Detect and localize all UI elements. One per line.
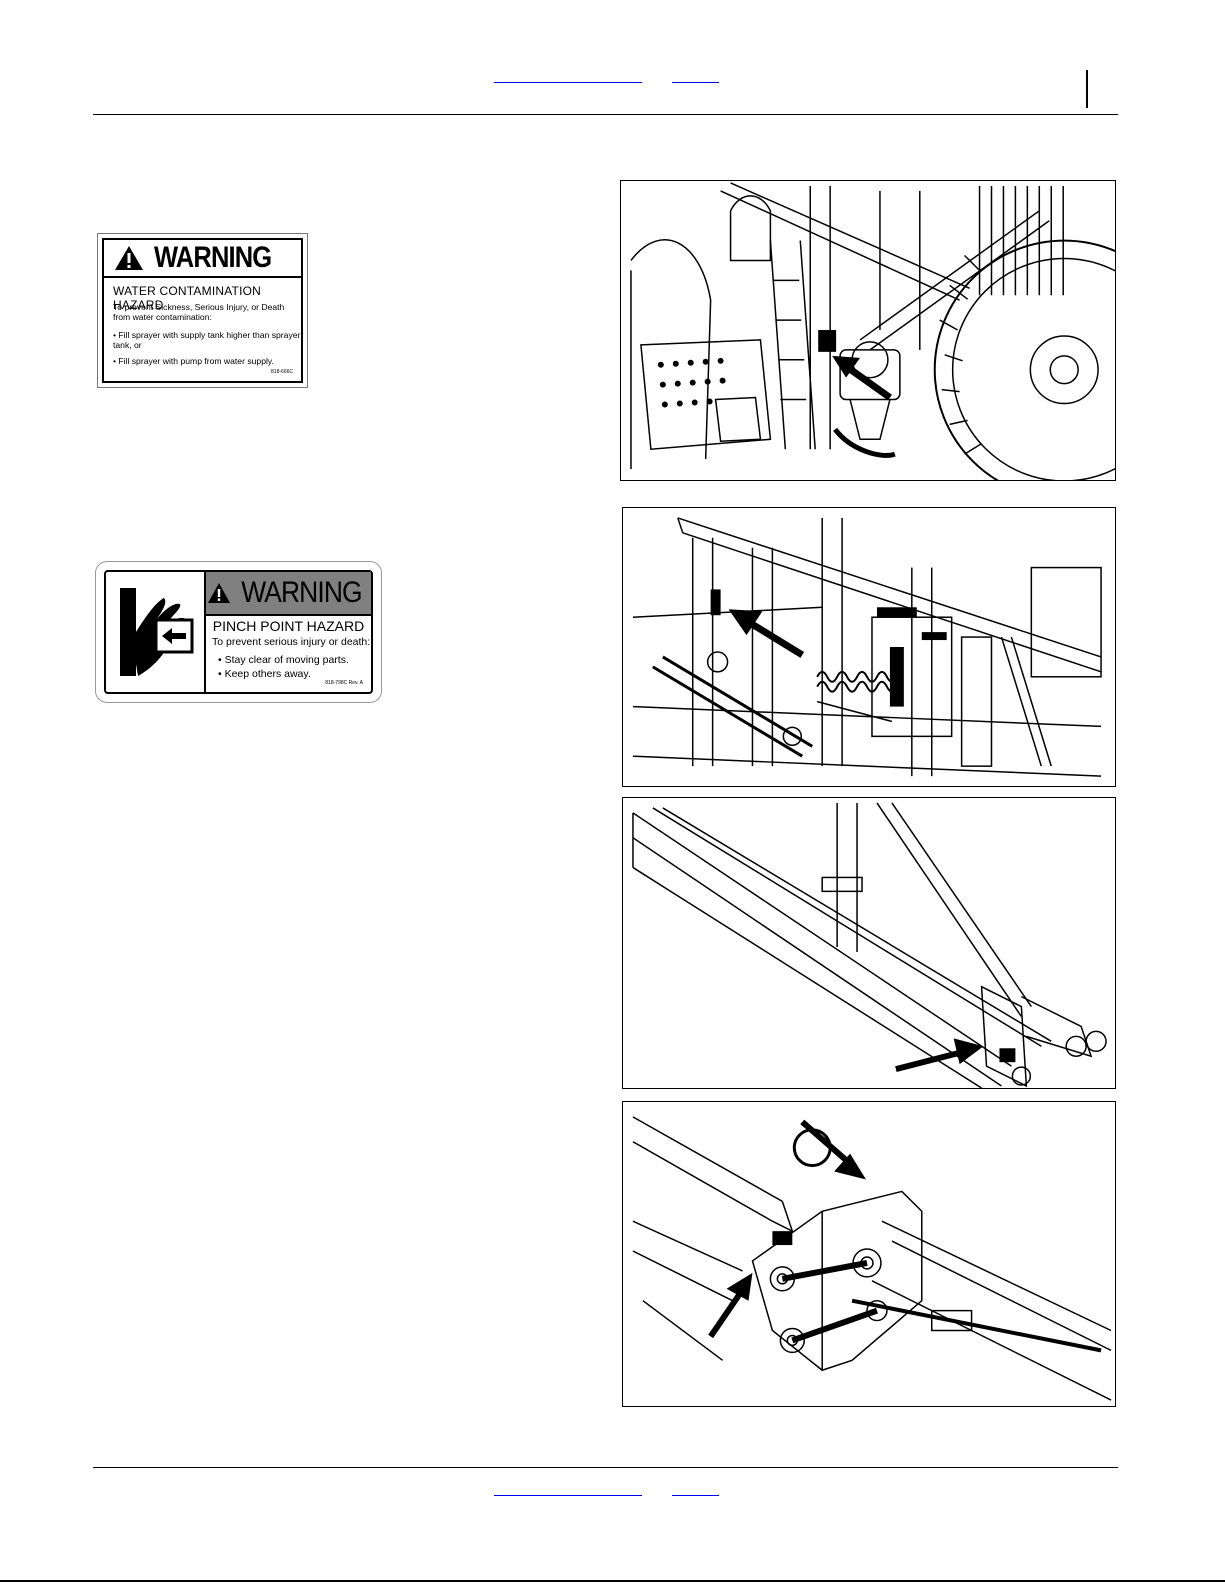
footer-rule (93, 1467, 1118, 1468)
hazard-title: PINCH POINT HAZARD (212, 618, 365, 634)
decal-bullet-1: • Stay clear of moving parts. (218, 654, 349, 666)
warning-triangle-icon (114, 246, 143, 270)
footer-nav-link-left[interactable] (494, 1495, 642, 1496)
arrow-icon (748, 620, 805, 658)
header-rule (93, 114, 1118, 115)
arrow-icon (708, 1291, 743, 1339)
decal-intro: To prevent Sickness, Serious Injury, or … (113, 302, 285, 322)
pinch-hand-icon (106, 572, 206, 692)
arrow-icon (895, 1049, 963, 1073)
pinch-point-decal: WARNING PINCH POINT HAZARD To prevent se… (95, 561, 382, 703)
footer-nav-link-right[interactable] (672, 1495, 719, 1496)
decal-intro: To prevent serious injury or death: (212, 636, 371, 648)
part-number: 818-666C (271, 369, 293, 375)
header-change-bar (1086, 70, 1088, 108)
hazard-title: WATER CONTAMINATION HAZARD (113, 284, 262, 312)
decal-bullet-1: • Fill sprayer with supply tank higher t… (113, 330, 301, 350)
figure-sprayer-ladder-area (620, 180, 1116, 481)
page-bottom-rule (0, 1580, 1225, 1582)
signal-word: WARNING (241, 576, 362, 609)
arrow-icon (846, 364, 892, 401)
signal-word: WARNING (153, 241, 272, 274)
warning-triangle-icon (208, 583, 231, 603)
decal-header: WARNING (104, 240, 301, 278)
figure-boom-pivot (622, 507, 1116, 787)
part-number: 818-798C Rev. A (325, 680, 363, 686)
header-nav-link-left[interactable] (494, 82, 642, 83)
water-contamination-decal: WARNING WATER CONTAMINATION HAZARD To pr… (97, 233, 308, 388)
figure-boom-end (622, 797, 1116, 1089)
header-nav-link-right[interactable] (672, 82, 719, 83)
decal-bullet-2: • Fill sprayer with pump from water supp… (113, 356, 274, 366)
figure-boom-hinge (622, 1101, 1116, 1407)
decal-bullet-2: • Keep others away. (218, 668, 311, 680)
decal-header: WARNING (206, 572, 371, 616)
